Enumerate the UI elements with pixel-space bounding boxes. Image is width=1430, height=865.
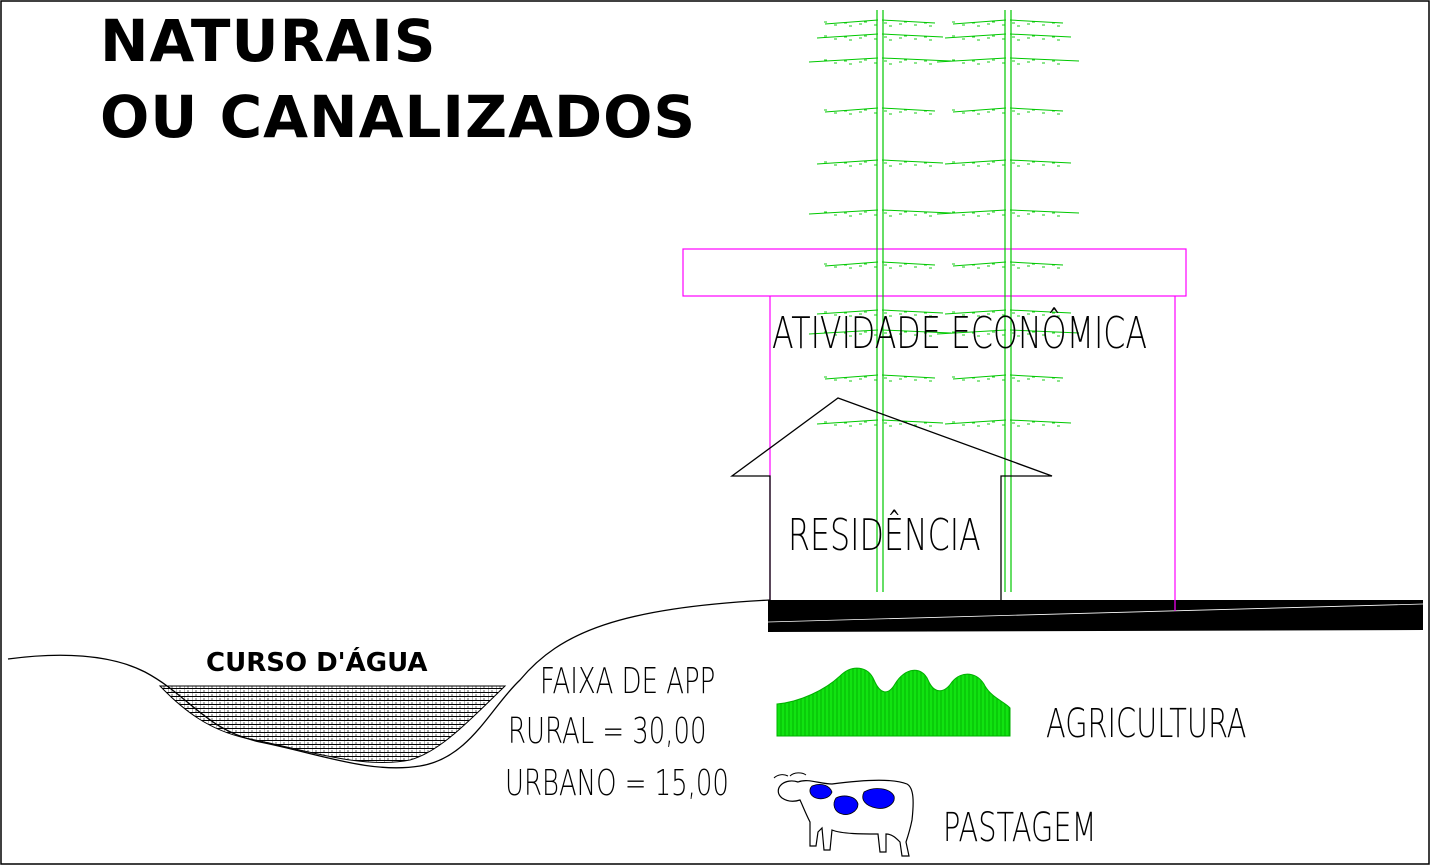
cow-icon — [773, 772, 914, 857]
title-line-1: NATURAIS — [100, 7, 437, 75]
residence-label: RESIDÊNCIA — [788, 510, 981, 561]
house-icon — [730, 397, 1053, 600]
tree-icon — [808, 10, 1080, 592]
pasture-label: PASTAGEM — [943, 805, 1097, 851]
app-strip-label: FAIXA DE APP — [540, 661, 716, 702]
rural-width-label: RURAL = 30,00 — [508, 711, 707, 752]
road-platform — [768, 600, 1423, 632]
water-body — [158, 685, 507, 763]
urban-width-label: URBANO = 15,00 — [505, 763, 729, 804]
water-course-label: CURSO D'ÁGUA — [206, 648, 428, 678]
title-line-2: OU CANALIZADOS — [100, 83, 697, 151]
crop-field-icon — [776, 667, 1011, 737]
ground-profile — [7, 599, 771, 769]
economic-activity-label: ATIVIDADE ECONÔMICA — [772, 308, 1148, 359]
agriculture-label: AGRICULTURA — [1046, 701, 1247, 747]
